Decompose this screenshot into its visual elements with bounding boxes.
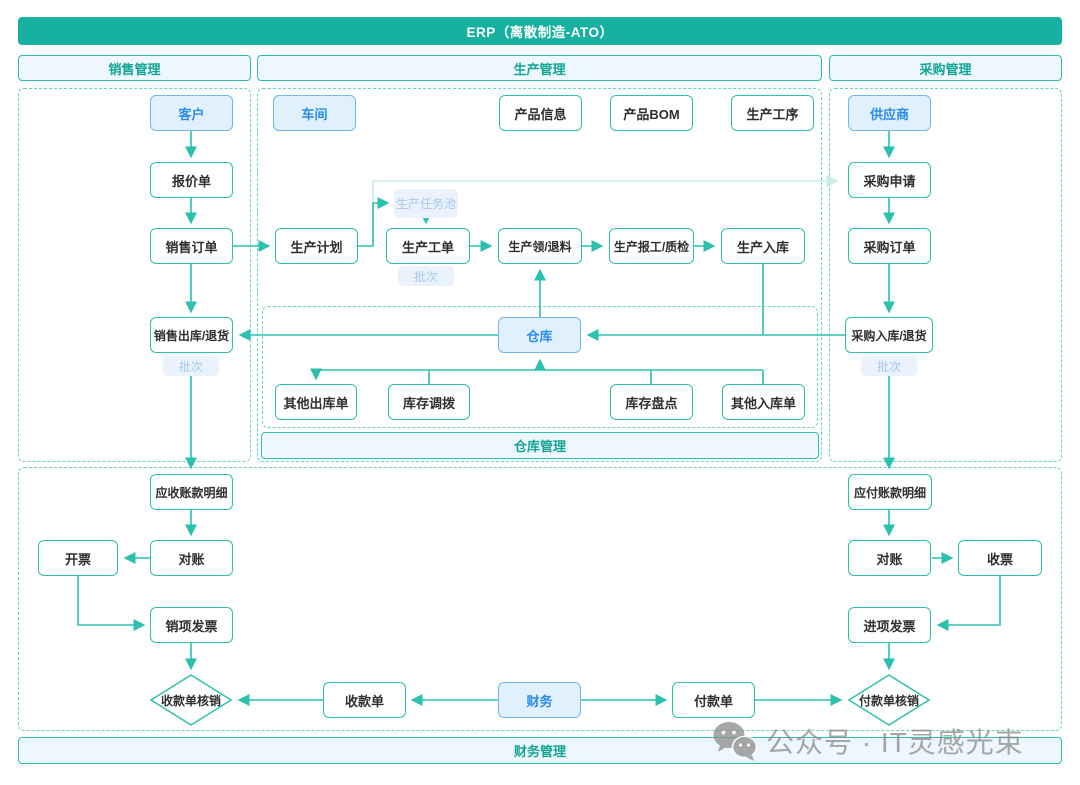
node-purchase-inbound: 采购入库/退货 xyxy=(845,317,933,353)
node-payment-writeoff: 付款单核销 xyxy=(848,674,930,726)
node-receipt-writeoff: 收款单核销 xyxy=(150,674,232,726)
tag-batch-sales: 批次 xyxy=(163,356,219,376)
node-output-invoice: 销项发票 xyxy=(150,607,233,643)
node-workshop: 车间 xyxy=(273,95,356,131)
node-prod-inbound: 生产入库 xyxy=(721,228,805,264)
node-transfer: 库存调拨 xyxy=(388,384,470,420)
node-quotation: 报价单 xyxy=(150,162,233,198)
node-recon-ar: 对账 xyxy=(150,540,233,576)
node-customer: 客户 xyxy=(150,95,233,131)
diamond-shape xyxy=(848,674,930,726)
node-other-outbound: 其他出库单 xyxy=(275,384,357,420)
node-purchase-order: 采购订单 xyxy=(848,228,931,264)
node-input-invoice: 进项发票 xyxy=(848,607,931,643)
node-supplier: 供应商 xyxy=(848,95,931,131)
finance-footer-bar: 财务管理 xyxy=(18,737,1062,764)
node-product-bom: 产品BOM xyxy=(610,95,693,131)
node-ap-detail: 应付账款明细 xyxy=(848,474,932,510)
wechat-icon xyxy=(713,722,758,761)
node-sales-order: 销售订单 xyxy=(150,228,233,264)
diagram-title-banner: ERP（离散制造-ATO） xyxy=(18,17,1062,45)
node-finance-hub: 财务 xyxy=(498,682,581,718)
procurement-region xyxy=(829,88,1062,462)
node-report-qc: 生产报工/质检 xyxy=(609,228,694,264)
node-product-info: 产品信息 xyxy=(499,95,582,131)
node-sales-outbound: 销售出库/退货 xyxy=(150,317,233,353)
production-region xyxy=(257,88,822,462)
section-header-procurement: 采购管理 xyxy=(829,55,1062,81)
section-header-sales: 销售管理 xyxy=(18,55,251,81)
watermark: 公众号 · IT灵感光束 xyxy=(712,720,1024,762)
finance-region xyxy=(18,467,1062,731)
node-stocktake: 库存盘点 xyxy=(610,384,693,420)
node-recon-ap: 对账 xyxy=(848,540,931,576)
watermark-text: 公众号 · IT灵感光束 xyxy=(766,727,1024,758)
node-prod-plan: 生产计划 xyxy=(275,228,358,264)
node-ar-detail: 应收账款明细 xyxy=(150,474,233,510)
node-process: 生产工序 xyxy=(731,95,814,131)
node-material: 生产领/退料 xyxy=(498,228,582,264)
node-receive-invoice: 收票 xyxy=(958,540,1042,576)
tag-task-pool: 生产任务池 xyxy=(394,189,458,218)
diagram-title: ERP（离散制造-ATO） xyxy=(466,25,614,40)
tag-batch-work-order: 批次 xyxy=(398,266,454,286)
node-invoicing: 开票 xyxy=(38,540,118,576)
node-receipt: 收款单 xyxy=(323,682,406,718)
diamond-shape xyxy=(150,674,232,726)
node-purchase-request: 采购申请 xyxy=(848,162,931,198)
node-warehouse-hub: 仓库 xyxy=(498,317,581,353)
node-work-order: 生产工单 xyxy=(386,228,470,264)
section-header-production: 生产管理 xyxy=(257,55,822,81)
tag-batch-purchase: 批次 xyxy=(861,356,917,376)
warehouse-footer-bar: 仓库管理 xyxy=(261,432,819,459)
node-payment: 付款单 xyxy=(672,682,755,718)
node-other-inbound: 其他入库单 xyxy=(722,384,805,420)
sales-region xyxy=(18,88,251,462)
